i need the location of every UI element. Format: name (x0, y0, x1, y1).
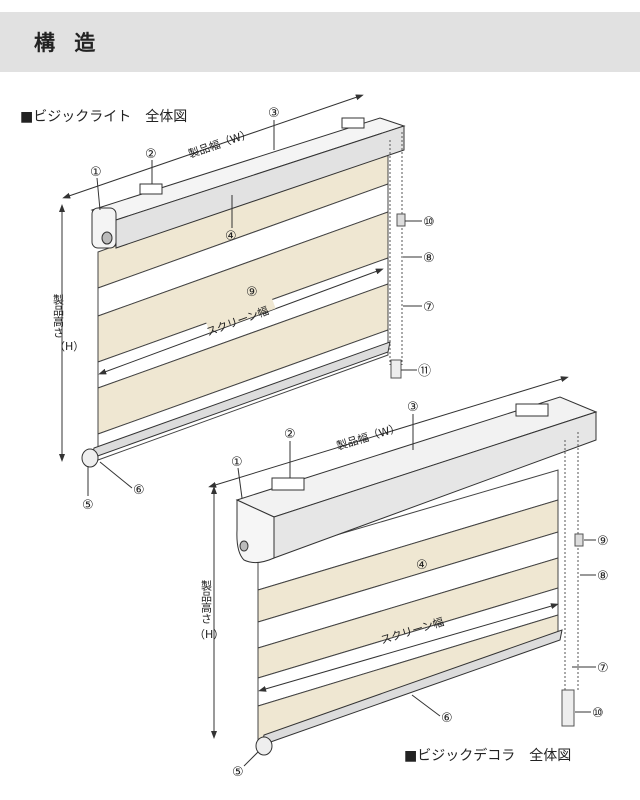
d1-callout-6: ⑥ (133, 483, 145, 498)
d2-callout-8: ⑧ (597, 569, 609, 584)
diagram2-height-label: 製品高さ (200, 579, 213, 624)
diagram1-height-h: （H） (54, 340, 84, 353)
diagram2-screen-width-dimension (258, 603, 559, 692)
d1-callout-11: ⑪ (418, 364, 431, 379)
d2-callout-9: ⑨ (597, 534, 609, 549)
diagram2-bottom-cap (255, 736, 273, 756)
d2-callout-4: ④ (416, 558, 428, 573)
d2-callout-1: ① (231, 455, 243, 470)
d1-callout-9: ⑨ (246, 285, 258, 300)
section-header: 構 造 (0, 12, 640, 72)
d2-callout-10: ⑩ (592, 706, 604, 721)
d1-callout-2: ② (145, 147, 157, 162)
diagram2-height-h: （H） (194, 628, 224, 641)
d1-callout-3: ③ (268, 106, 280, 121)
diagram2-caption: ■ビジックデコラ 全体図 (404, 747, 571, 764)
diagram2-width-dimension (208, 376, 569, 488)
diagram2-callouts: ① ② ③ ④ ⑤ ⑥ ⑦ ⑧ ⑨ ⑩ (231, 400, 609, 780)
d2-callout-6: ⑥ (441, 711, 453, 726)
diagram1-caption: ■ビジックライト 全体図 (20, 108, 187, 125)
diagram-bijikku-decora: 製品幅（W） 製品高さ （H） スクリーン幅 ① ② ③ ④ ⑤ ⑥ ⑦ ⑧ ⑨ (194, 376, 609, 780)
d2-callout-7: ⑦ (597, 661, 609, 676)
diagram1-height-label: 製品高さ (52, 293, 65, 338)
section-title: 構 造 (34, 31, 102, 55)
d2-callout-5: ⑤ (232, 765, 244, 780)
d1-callout-5: ⑤ (82, 498, 94, 513)
diagram1-width-dimension (62, 94, 364, 199)
d2-callout-3: ③ (407, 400, 419, 415)
diagram1-screen-width-dimension (98, 268, 384, 375)
diagram1-bottom-cap (81, 448, 99, 468)
diagram1-width-label: 製品幅（W） (186, 126, 253, 161)
diagram1-callouts: ① ② ③ ④ ⑤ ⑥ ⑦ ⑧ ⑨ ⑩ ⑪ (82, 106, 435, 513)
d2-callout-2: ② (284, 427, 296, 442)
d1-callout-10: ⑩ (423, 215, 435, 230)
diagram2-width-label: 製品幅（W） (335, 420, 402, 453)
d1-callout-7: ⑦ (423, 300, 435, 315)
d1-callout-4: ④ (225, 229, 237, 244)
d1-callout-1: ① (90, 165, 102, 180)
diagram2-chain (561, 432, 584, 727)
diagram1-chain (389, 132, 406, 379)
diagram-bijikku-light: ■ビジックライト 全体図 (20, 94, 435, 513)
d1-callout-8: ⑧ (423, 251, 435, 266)
